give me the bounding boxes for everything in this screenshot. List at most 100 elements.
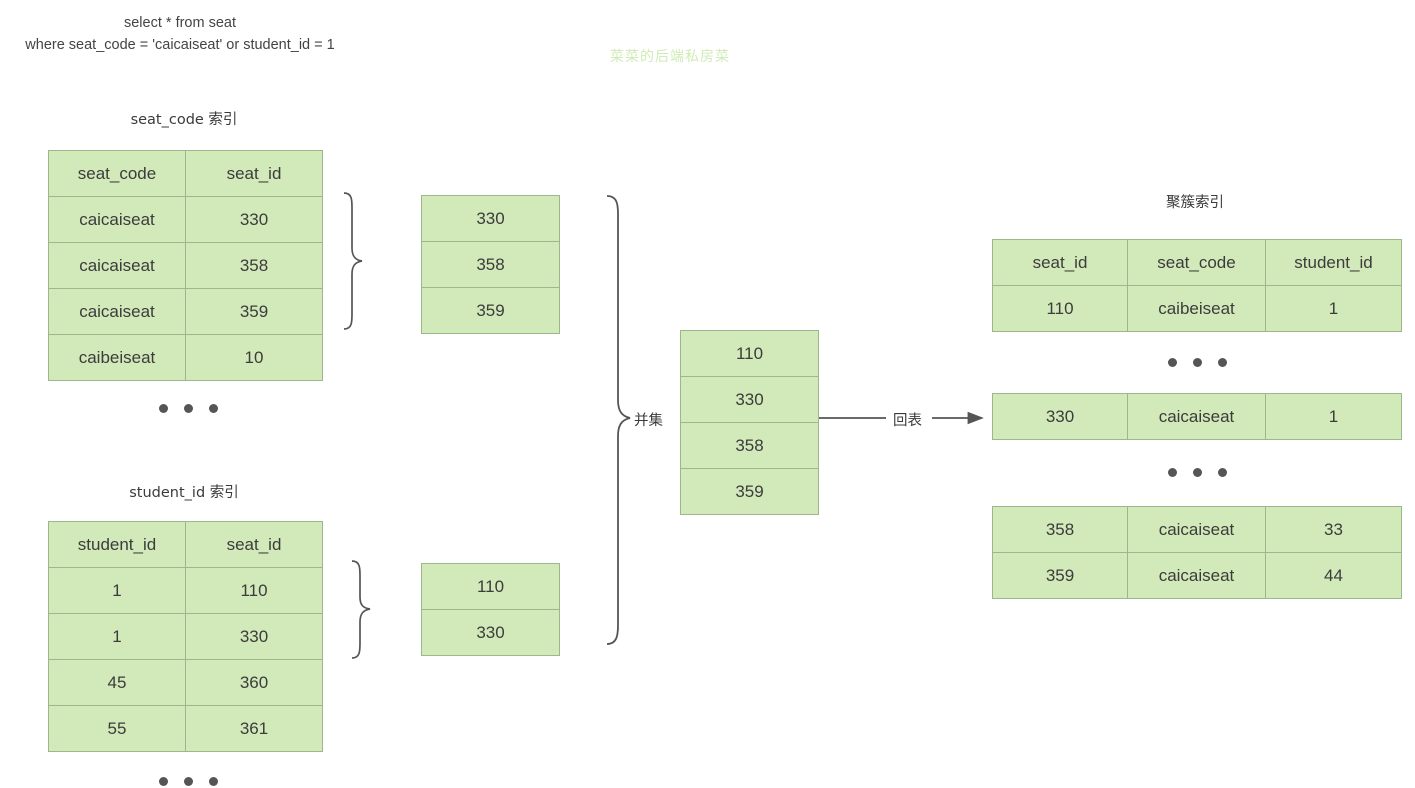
clustered-index-table-1: seat_id seat_code student_id 110 caibeis… (992, 239, 1402, 332)
table-cell: 358 (992, 506, 1128, 553)
table-header-row: student_id seat_id (48, 521, 323, 568)
column-header: seat_code (1127, 239, 1266, 286)
table-row: caicaiseat 330 (48, 196, 323, 243)
ellipsis-dot (209, 404, 218, 413)
ellipsis-seat-code-index (159, 404, 218, 413)
seat-code-result-list: 330 358 359 (421, 195, 560, 334)
table-row: 330 caicaiseat 1 (992, 393, 1402, 440)
table-cell: caicaiseat (48, 196, 186, 243)
list-item: 110 (421, 563, 560, 610)
table-cell: caicaiseat (48, 288, 186, 335)
table-row: 1 110 (48, 567, 323, 614)
ellipsis-dot (184, 777, 193, 786)
table-row: caicaiseat 358 (48, 242, 323, 289)
table-cell: 1 (48, 567, 186, 614)
column-header: seat_code (48, 150, 186, 197)
list-item: 330 (421, 609, 560, 656)
ellipsis-dot (184, 404, 193, 413)
table-cell: 1 (48, 613, 186, 660)
table-cell: caibeiseat (48, 334, 186, 381)
list-item: 359 (421, 287, 560, 334)
table-cell: caicaiseat (1127, 552, 1266, 599)
table-cell: 330 (185, 196, 323, 243)
table-cell: 330 (185, 613, 323, 660)
table-cell: 359 (185, 288, 323, 335)
ellipsis-student-id-index (159, 777, 218, 786)
label-union: 并集 (634, 413, 663, 429)
table-row: 358 caicaiseat 33 (992, 506, 1402, 553)
ellipsis-dot (1193, 468, 1202, 477)
table-cell: 110 (992, 285, 1128, 332)
ellipsis-dot (1218, 468, 1227, 477)
list-cell: 330 (421, 195, 560, 242)
column-header: student_id (48, 521, 186, 568)
column-header: seat_id (185, 150, 323, 197)
list-cell: 110 (421, 563, 560, 610)
list-cell: 330 (680, 376, 819, 423)
table-cell: caicaiseat (1127, 393, 1266, 440)
ellipsis-clustered-2 (1168, 468, 1227, 477)
list-item: 330 (421, 195, 560, 242)
student-id-result-list: 110 330 (421, 563, 560, 656)
brace-union (606, 195, 631, 645)
clustered-index-table-3: 358 caicaiseat 33 359 caicaiseat 44 (992, 506, 1402, 599)
sql-line-2: where seat_code = 'caicaiseat' or studen… (25, 37, 335, 53)
table-cell: 55 (48, 705, 186, 752)
brace-student-id (351, 560, 371, 659)
column-header: seat_id (992, 239, 1128, 286)
list-item: 358 (421, 241, 560, 288)
table-cell: 33 (1265, 506, 1402, 553)
brace-seat-code (343, 192, 363, 330)
table-cell: 45 (48, 659, 186, 706)
table-row: 55 361 (48, 705, 323, 752)
table-cell: 10 (185, 334, 323, 381)
sql-line-1: select * from seat (123, 15, 236, 31)
table-cell: 1 (1265, 285, 1402, 332)
label-back-to-table: 回表 (888, 409, 927, 430)
list-item: 330 (680, 376, 819, 423)
table-cell: 110 (185, 567, 323, 614)
table-cell: 359 (992, 552, 1128, 599)
list-item: 359 (680, 468, 819, 515)
table-cell: 330 (992, 393, 1128, 440)
table-row: 110 caibeiseat 1 (992, 285, 1402, 332)
table-cell: 44 (1265, 552, 1402, 599)
list-cell: 358 (680, 422, 819, 469)
table-row: 1 330 (48, 613, 323, 660)
union-result-list: 110 330 358 359 (680, 330, 819, 515)
list-cell: 359 (421, 287, 560, 334)
list-item: 110 (680, 330, 819, 377)
ellipsis-dot (1193, 358, 1202, 367)
ellipsis-dot (1168, 358, 1177, 367)
student-id-index-table: student_id seat_id 1 110 1 330 45 360 55… (48, 521, 323, 752)
table-cell: 361 (185, 705, 323, 752)
list-item: 358 (680, 422, 819, 469)
ellipsis-dot (1168, 468, 1177, 477)
table-row: caicaiseat 359 (48, 288, 323, 335)
ellipsis-dot (209, 777, 218, 786)
sql-query-text: select * from seat where seat_code = 'ca… (0, 12, 360, 56)
caption-seat-code-index: seat_code 索引 (130, 112, 238, 128)
table-cell: caicaiseat (48, 242, 186, 289)
list-cell: 359 (680, 468, 819, 515)
list-cell: 110 (680, 330, 819, 377)
ellipsis-dot (159, 777, 168, 786)
ellipsis-dot (159, 404, 168, 413)
table-cell: caicaiseat (1127, 506, 1266, 553)
table-header-row: seat_id seat_code student_id (992, 239, 1402, 286)
table-row: caibeiseat 10 (48, 334, 323, 381)
column-header: seat_id (185, 521, 323, 568)
table-header-row: seat_code seat_id (48, 150, 323, 197)
table-row: 359 caicaiseat 44 (992, 552, 1402, 599)
table-cell: 1 (1265, 393, 1402, 440)
list-cell: 330 (421, 609, 560, 656)
ellipsis-clustered-1 (1168, 358, 1227, 367)
caption-clustered-index: 聚簇索引 (1166, 195, 1224, 211)
table-row: 45 360 (48, 659, 323, 706)
table-cell: 360 (185, 659, 323, 706)
ellipsis-dot (1218, 358, 1227, 367)
table-cell: caibeiseat (1127, 285, 1266, 332)
table-cell: 358 (185, 242, 323, 289)
watermark-text: 菜菜的后端私房菜 (610, 49, 730, 65)
